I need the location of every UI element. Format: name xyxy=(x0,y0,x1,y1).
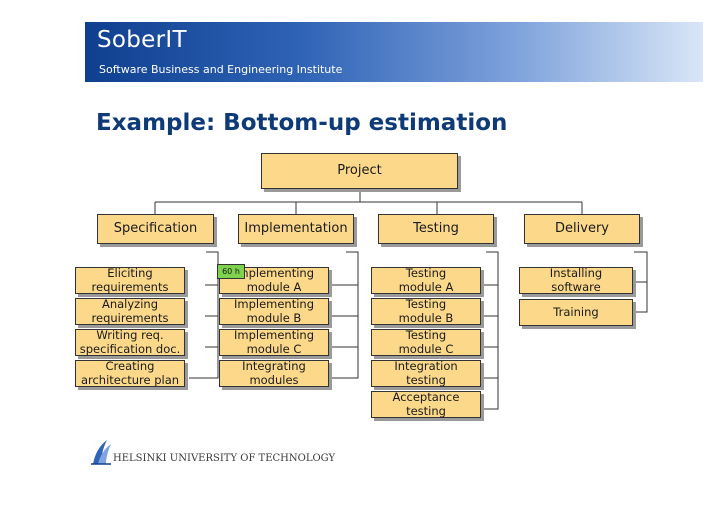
node-testing-module-b: Testing module B xyxy=(371,297,481,325)
node-eliciting-requirements: Eliciting requirements xyxy=(75,266,185,294)
node-writing-specification: Writing req. specification doc. xyxy=(75,328,185,356)
node-integrating-modules: Integrating modules xyxy=(219,359,329,387)
node-creating-architecture-plan: Creating architecture plan xyxy=(75,359,185,387)
brand-title: SoberIT xyxy=(97,27,187,53)
node-implementing-module-b: Implementing module B xyxy=(219,297,329,325)
node-implementing-module-c: Implementing module C xyxy=(219,328,329,356)
node-integration-testing: Integration testing xyxy=(371,359,481,387)
slide-title: Example: Bottom-up estimation xyxy=(96,110,508,136)
node-installing-software: Installing software xyxy=(519,266,633,294)
brand-subtitle: Software Business and Engineering Instit… xyxy=(99,63,343,76)
node-specification: Specification xyxy=(97,214,214,244)
header-banner xyxy=(85,22,703,82)
node-testing: Testing xyxy=(378,214,494,244)
node-analyzing-requirements: Analyzing requirements xyxy=(75,297,185,325)
connector-implementation-branch xyxy=(330,251,359,379)
connector-specification-branch xyxy=(189,251,219,379)
node-testing-module-c: Testing module C xyxy=(371,328,481,356)
university-name: HELSINKI UNIVERSITY OF TECHNOLOGY xyxy=(113,453,336,464)
node-implementation: Implementation xyxy=(238,214,354,244)
connector-testing-branch xyxy=(482,251,499,410)
node-testing-module-a: Testing module A xyxy=(371,266,481,294)
node-project: Project xyxy=(261,153,458,189)
estimate-tag: 60 h xyxy=(217,264,245,279)
node-delivery: Delivery xyxy=(524,214,640,244)
node-training: Training xyxy=(519,299,633,326)
university-logo-icon xyxy=(91,440,111,465)
node-acceptance-testing: Acceptance testing xyxy=(371,390,481,418)
